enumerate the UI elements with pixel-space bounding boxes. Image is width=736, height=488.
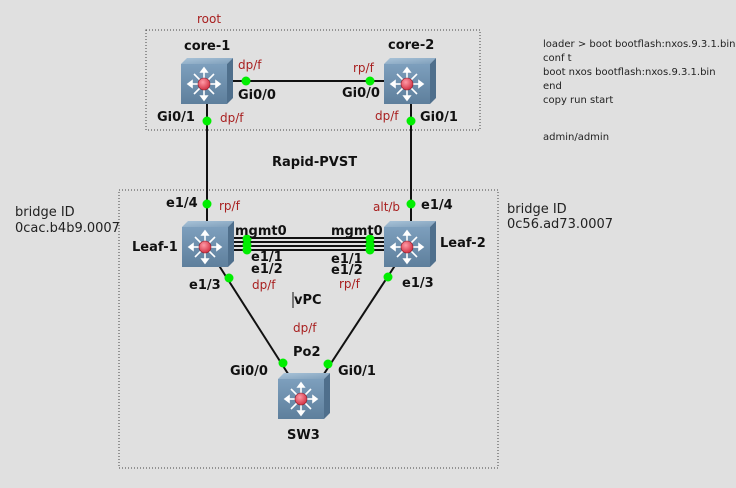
root-label: root — [197, 12, 221, 26]
port-sw3-gi00: Gi0/0 — [230, 364, 268, 379]
device-name-core1: core-1 — [184, 39, 230, 54]
state-leaf1-e13: dp/f — [252, 278, 276, 292]
note-line-3: boot nxos bootflash:nxos.9.3.1.bin — [543, 67, 716, 78]
bridge-id-right-value: 0c56.ad73.0007 — [507, 217, 613, 232]
port-dot — [241, 76, 251, 86]
device-name-core2: core-2 — [388, 38, 434, 53]
note-credentials: admin/admin — [543, 132, 609, 143]
bridge-id-left-title: bridge ID — [15, 205, 75, 220]
core-area-box — [145, 29, 481, 131]
note-line-2: conf t — [543, 53, 572, 64]
port-dot — [406, 116, 416, 126]
port-leaf2-e13: e1/3 — [402, 276, 434, 291]
switch-icon-core1[interactable] — [180, 57, 234, 105]
switch-icon-leaf1[interactable] — [181, 220, 235, 268]
switch-icon-leaf2[interactable] — [383, 220, 437, 268]
port-dot — [406, 199, 416, 209]
port-core1-gi00: Gi0/0 — [238, 88, 276, 103]
device-name-leaf1: Leaf-1 — [132, 240, 178, 255]
po2-label: Po2 — [293, 345, 321, 360]
state-core1-gi00: dp/f — [238, 58, 262, 72]
leaf-area-box — [118, 189, 499, 469]
port-leaf1-e11: e1/1 — [251, 250, 283, 265]
device-name-leaf2: Leaf-2 — [440, 236, 486, 251]
switch-icon-sw3[interactable] — [277, 372, 331, 420]
bridge-id-right-title: bridge ID — [507, 202, 567, 217]
state-core1-gi01: dp/f — [220, 111, 244, 125]
note-line-1: loader > boot bootflash:nxos.9.3.1.bin — [543, 39, 735, 50]
port-leaf1-e12: e1/2 — [251, 262, 283, 277]
state-leaf2-e13: rp/f — [339, 277, 361, 291]
state-core2-gi00: rp/f — [353, 61, 375, 75]
port-leaf2-e14: e1/4 — [421, 198, 453, 213]
port-leaf1-mgmt0: mgmt0 — [235, 224, 287, 239]
port-leaf2-e11: e1/1 — [331, 252, 363, 267]
port-dot — [323, 359, 333, 369]
switch-icon-core2[interactable] — [383, 57, 437, 105]
port-dot — [383, 272, 393, 282]
port-core2-gi00: Gi0/0 — [342, 86, 380, 101]
port-dot — [365, 76, 375, 86]
port-sw3-gi01: Gi0/1 — [338, 364, 376, 379]
state-leaf2-e14: alt/b — [373, 200, 400, 214]
protocol-label: Rapid-PVST — [272, 155, 357, 170]
note-line-4: end — [543, 81, 562, 92]
port-dot — [224, 273, 234, 283]
port-dot — [278, 358, 288, 368]
port-core1-gi01: Gi0/1 — [157, 110, 195, 125]
port-leaf2-mgmt0: mgmt0 — [331, 224, 383, 239]
port-dot — [202, 116, 212, 126]
bridge-id-left-value: 0cac.b4b9.0007 — [15, 221, 120, 236]
port-leaf2-e12: e1/2 — [331, 263, 363, 278]
device-name-sw3: SW3 — [287, 428, 320, 443]
state-core2-gi01: dp/f — [375, 109, 399, 123]
state-leaf1-e14: rp/f — [219, 199, 241, 213]
port-dot — [365, 245, 375, 255]
port-leaf1-e14: e1/4 — [166, 196, 198, 211]
state-po2: dp/f — [293, 321, 317, 335]
port-dot — [242, 245, 252, 255]
port-dot — [202, 199, 212, 209]
port-core2-gi01: Gi0/1 — [420, 110, 458, 125]
note-line-5: copy run start — [543, 95, 613, 106]
link-leaf2-sw3 — [319, 263, 397, 381]
vpc-label: vPC — [294, 293, 322, 308]
port-leaf1-e13: e1/3 — [189, 278, 221, 293]
